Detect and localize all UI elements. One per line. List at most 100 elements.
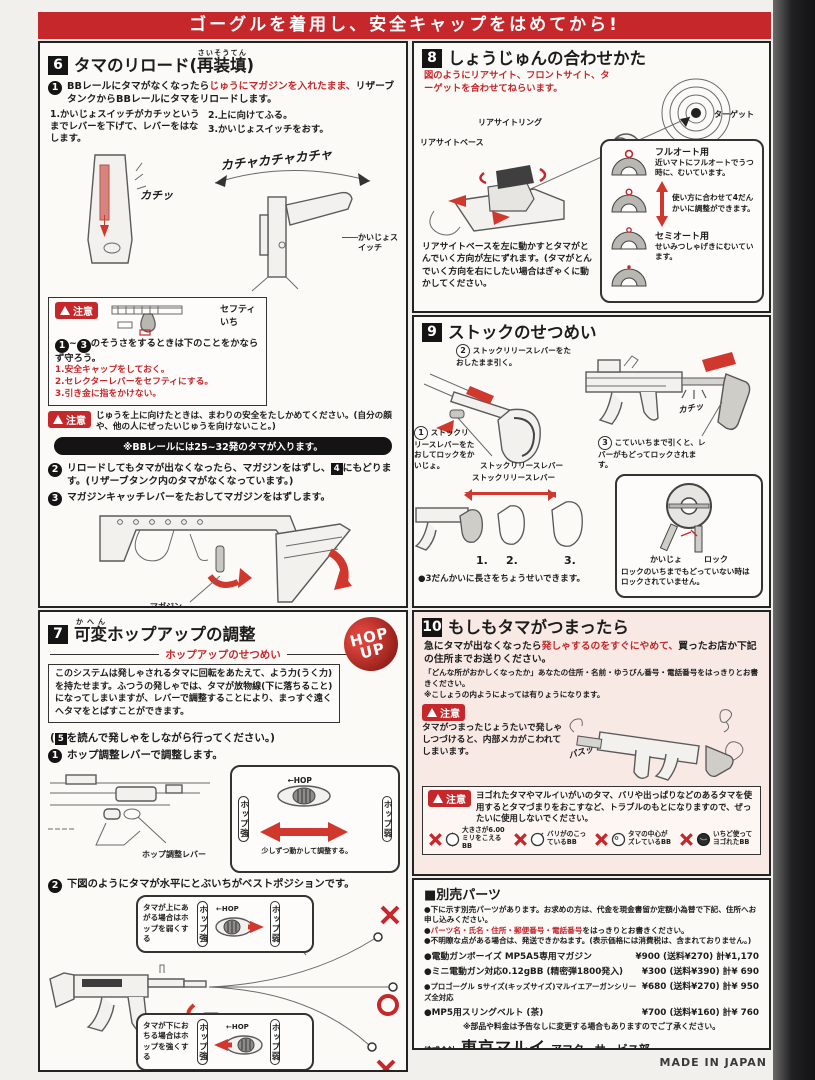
section-7-hopup: HOP UP 7 可変かへんホップアップの調整 ホップアップのせつめい このシス… [38,610,408,1072]
hopup-badge-line2: UP [358,639,388,663]
hop-selector-area: ←HOP 少しずつ動かして調整する。 [254,776,377,862]
parts-title: ■別売パーツ [424,888,502,903]
caution-2-row: 注意 じゅうを上に向けたときは、まわりの安全をたしかめてください。(自分の顔や、… [40,408,406,433]
drum-position-icon [611,265,647,287]
release-label: かいじょ [650,555,682,564]
bad-bb-box: 注意 ヨゴれたタマやマルイいがいのタマ、バリや出っぱりなどのあるタマを使用すると… [422,786,761,855]
parts-item-price: ¥700 (送料¥160) 計¥ 760 [641,1008,759,1018]
stock-positions-row: ストックリリースレバー 1. 2. 3. ●3だんかいに長さをちょう [414,472,769,600]
stock-step-1-text: ストックリリースレバーをたおしてロックをかいじょ。 [414,428,475,470]
mag-catch-diagram: マガジン キャッチレバー [40,506,406,606]
company-name: 東京マルイ [461,1038,547,1050]
bad-bb-text: ヨゴれたタマやマルイいがいのタマ、バリや出っぱりなどのあるタマを使用するとタマづ… [476,790,752,823]
stock-positions-icon [414,489,583,551]
parts-item-name: ●プロゴーグル Sサイズ(キッズサイズ)マルイエアーガンシリーズ全対応 [424,982,637,1002]
stock-note: ●3だんかいに長さをちょうせいできます。 [418,574,586,584]
rear-base-label: リアサイトベース [420,138,484,148]
jam-caution-row: 注意 タマがつまったじょうたいで発しゃしつづけると、内部メカがこわれてしまいます… [414,700,769,784]
made-in-japan: MADE IN JAPAN [659,1056,767,1069]
bad-bb-caution: 注意 ヨゴれたタマやマルイいがいのタマ、バリや出っぱりなどのあるタマを使用すると… [428,790,755,824]
callout-up-text: タマが上にあがる場合はホップを弱くする [143,903,189,943]
hop-strong-label: ホップ強 [197,900,208,947]
stock-lever-label: ストックリリースレバー [480,461,564,470]
drum-positions-box: フルオート用 近いマトにフルオートでうつ時に、むいています。 使い方に合わせて4… [600,139,764,304]
bb-circle-icon [445,832,460,847]
adjust-note: 少しずつ動かして調整する。 [261,846,353,855]
substep-2: 2.上に向けてふる。 [208,109,293,121]
warning-triangle-icon [53,414,63,424]
cross-icon [595,832,608,846]
jam-p1-a: 急にタマが出なくなったら [424,641,542,652]
hop-selector-right-icon: ←HOP [214,905,264,937]
drum-arrow-row: 使い方に合わせて4だんかいに調整ができます。 [655,180,756,227]
jam-paragraph-1: 急にタマが出なくなったら発しゃするのをすぐにやめて、買ったお店か下記の住所までお… [414,639,769,666]
white-circled-3: 3 [598,436,612,450]
caution-badge-label: 注意 [440,607,460,608]
section-7-title-ruby: 可変かへん [74,618,107,644]
hop-selector-icon [259,784,348,842]
section-8-header: 8 しょうじゅんの合わせかた [414,43,769,70]
section-6-title-ruby: 再装填さいそうてん [197,49,247,75]
stock-step-3-text: こていいちまで引くと、レバーがもどってロックされます。 [598,438,706,470]
circled-3: 3 [76,338,91,353]
hop-lever-diagram: ホップ調整レバー [46,765,226,873]
trajectory-callout-down: タマが下におちる場合はホップを強くする ホップ強 ←HOP ホップ弱 [136,1012,314,1070]
semi-auto-title: セミオート用 [655,231,710,242]
hop-mark-label: ←HOP [287,775,312,785]
jam-gun-diagram: パスッ [566,702,761,784]
position-3: 3. [564,554,576,567]
parts-note-2-red: パーツ名・氏名・住所・郵便番号・電話番号 [430,925,583,935]
divider-line [286,653,396,656]
caution-1-item: 2.セレクターレバーをセフティにする。 [55,376,214,387]
callout-down-text: タマが下におちる場合はホップを強くする [143,1021,189,1061]
drum-positions-inner: フルオート用 近いマトにフルオートでうつ時に、むいています。 使い方に合わせて4… [608,145,756,290]
section-9-stock: 9 ストックのせつめい 2 ストックリリースレバーをたおしたまま引く。 [412,315,771,608]
stock-lever-label: ストックリリースレバー [472,473,556,482]
section-8-sights: 8 しょうじゅんの合わせかた 図のようにリアサイト、フロントサイト、ターゲットを… [412,41,771,313]
parts-item-price: ¥900 (送料¥270) 計¥1,170 [635,952,759,962]
section-9-title: ストックのせつめい [448,322,597,342]
safety-lever-icon [111,305,183,336]
step-1: 1 BBレールにタマがなくなったらじゅうにマガジンを入れたまま、リザーブタンクか… [40,77,406,106]
bad-bb-row: 大きさが6.00ミリをこえるBB バリがのこっているBB タマの中心がズレている… [428,826,755,851]
stock-angled-icon [423,373,541,464]
bad-bb-item: 大きさが6.00ミリをこえるBB [428,826,506,851]
bad-bb-label: タマの中心がズレているBB [628,830,672,847]
company-dept: アフターサービス部 [551,1043,650,1050]
section-5-ref: 5 [54,732,67,745]
step-3-marker: 3 [48,492,62,507]
parts-item: ●プロゴーグル Sサイズ(キッズサイズ)マルイエアーガンシリーズ全対応 ¥680… [414,978,769,1004]
hop-strong-label: ホップ強 [238,795,249,842]
note-pre: ( [50,731,55,744]
rear-ring-label: リアサイトリング [478,118,542,128]
white-circled-1: 1 [414,426,428,440]
updown-arrow-icon [656,180,668,227]
section-9-number: 9 [422,323,442,342]
parts-item: ●MP5用スリングベルト (茶) ¥700 (送料¥160) 計¥ 760 [414,1004,769,1019]
hop-step-2: 2 下図のようにタマが水平にとぶいちがベストポジションです。 [40,875,406,893]
section-8-desc: 図のようにリアサイト、フロントサイト、ターゲットを合わせてねらいます。 [424,70,610,94]
stock-diagrams-row: 2 ストックリリースレバーをたおしたまま引く。 1 ストックリリースレバーをたお… [414,344,769,472]
bb-circle-icon [611,832,626,846]
drum-position-icon [611,227,647,250]
section-6-title-pre: タマのリロード( [74,56,198,75]
note-post: を読んで発しゃをしながら行ってください。) [66,731,275,744]
hop-step-2-marker: 2 [48,878,62,893]
jam-caution-text: タマがつまったじょうたいで発しゃしつづけると、内部メカがこわれてしまいます。 [422,723,563,757]
step-2-text-b: にもどります。(リザーブタンク内のタマがなくなっています。) [67,462,392,488]
section-10-jam: 10 もしもタマがつまったら 急にタマが出なくなったら発しゃするのをすぐにやめて… [412,610,771,876]
substeps-2-3: 2.上に向けてふる。 3.かいじょスイッチをおす。 [208,109,396,145]
hopup-subtitle-row: ホップアップのせつめい [50,647,396,662]
caution-badge-label: 注意 [440,709,460,721]
stock-pull-diagram: カチッ 3 こていいちまで引くと、レバーがもどってロックされます。 [582,344,769,472]
caution-badge: 注意 [48,410,91,428]
lock-dial-icon [659,483,712,553]
release-switch-label: かいじょスイッチ [358,232,398,252]
section-6-title-kanji: 再装填 [197,56,247,75]
caution-2-text: じゅうを上に向けたときは、まわりの安全をたしかめてください。(自分の顔や、他の人… [96,410,392,432]
gun-shake-illustration-icon [214,169,371,292]
stock-caution-text: ストックに指をはさまないように注意してください。 [470,608,692,609]
section-6-title-post: ) [246,56,255,75]
